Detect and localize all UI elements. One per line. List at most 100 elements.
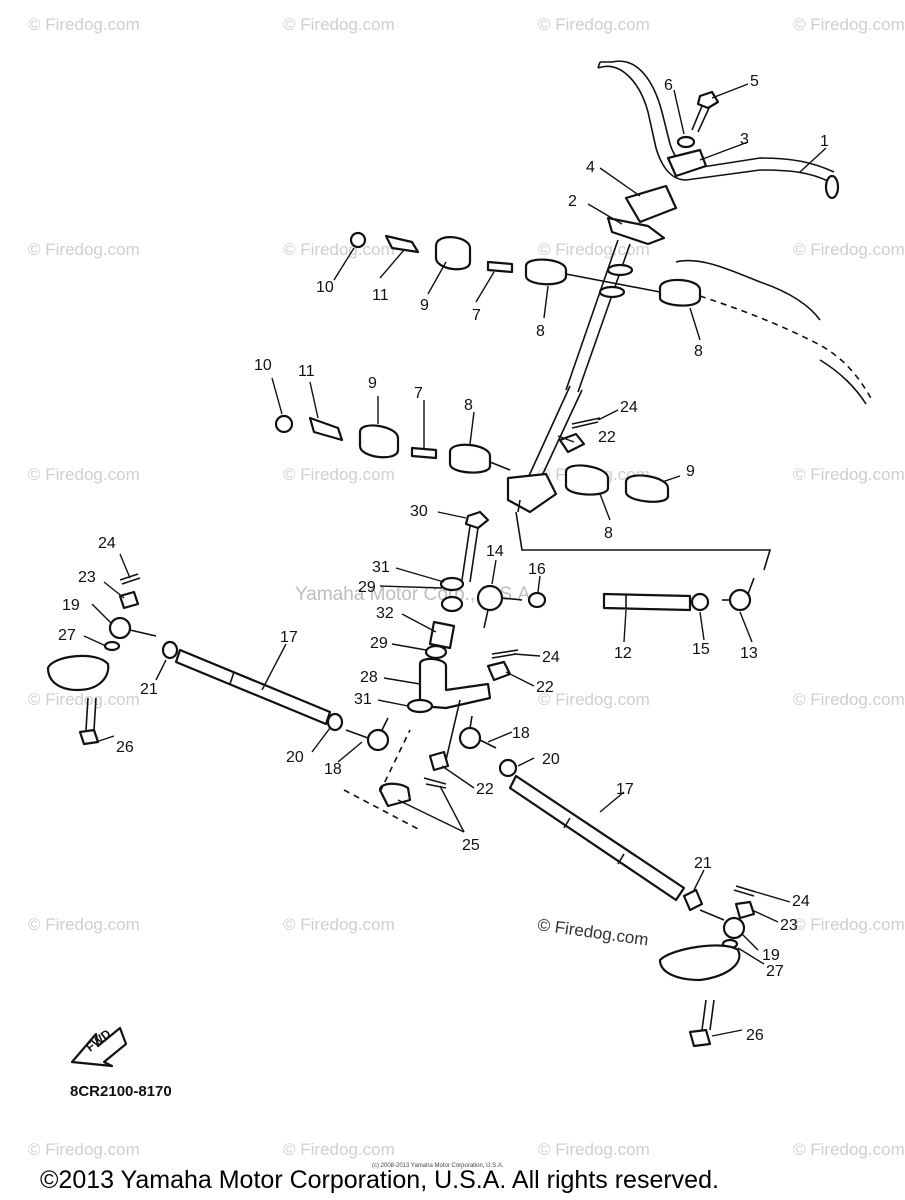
lower-collar-assembly	[274, 414, 670, 503]
bushing	[424, 644, 448, 660]
callout-19: 19	[762, 947, 780, 964]
watermark-text: © Firedog.com	[28, 465, 140, 484]
callout-21: 21	[694, 855, 712, 872]
center-ball-joint	[476, 584, 523, 629]
bushing	[439, 576, 465, 592]
tie-rod-end-center-right	[458, 715, 497, 750]
callout-10: 10	[254, 357, 272, 374]
callout-26: 26	[746, 1027, 764, 1044]
callout-29: 29	[370, 635, 388, 652]
watermark-dark-text: © Firedog.com	[536, 915, 649, 949]
callout-30: 30	[410, 503, 428, 520]
callout-8: 8	[694, 343, 703, 360]
callout-21: 21	[140, 681, 158, 698]
callout-3: 3	[740, 131, 749, 148]
callout-6: 6	[664, 77, 673, 94]
frame-outline	[675, 259, 873, 405]
handlebar-bolt	[691, 90, 720, 133]
watermark-text: © Firedog.com	[793, 1140, 905, 1159]
callout-20: 20	[286, 749, 304, 766]
cotter-pin	[571, 417, 601, 429]
callout-23: 23	[78, 569, 96, 586]
callout-24: 24	[98, 535, 116, 552]
pitman-bolt	[461, 510, 490, 583]
callout-4: 4	[586, 159, 595, 176]
washer	[406, 698, 434, 714]
callout-24: 24	[792, 893, 810, 910]
assembly-bracket-line	[515, 511, 772, 571]
watermark-text: © Firedog.com	[28, 690, 140, 709]
callout-31: 31	[372, 559, 390, 576]
footer-copyright: ©2013 Yamaha Motor Corporation, U.S.A. A…	[40, 1166, 719, 1194]
dust-cover	[378, 782, 412, 808]
tie-rod-end-right	[722, 577, 755, 612]
watermark-text: © Firedog.com	[793, 240, 905, 259]
watermark-center-text: Yamaha Motor Corp., U.S.A.	[295, 584, 535, 605]
callout-17: 17	[616, 781, 634, 798]
watermark-layer: © Firedog.com © Firedog.com © Firedog.co…	[28, 15, 905, 1169]
callout-32: 32	[376, 605, 394, 622]
castle-nut	[558, 432, 586, 454]
steering-column	[506, 239, 634, 514]
callout-14: 14	[486, 543, 504, 560]
callout-20: 20	[542, 751, 560, 768]
watermark-text: © Firedog.com	[28, 1140, 140, 1159]
watermark-text: © Firedog.com	[283, 240, 395, 259]
callout-22: 22	[536, 679, 554, 696]
cotter-pin	[491, 649, 519, 659]
watermark-text: © Firedog.com	[283, 915, 395, 934]
lock-nut	[690, 592, 710, 612]
callout-9: 9	[368, 375, 377, 392]
callout-labels: 1 2 3 4 5 6 7 7 8 8 8 8 9 9 9 10 10 11 1…	[58, 73, 829, 1044]
plain-washer	[676, 135, 696, 149]
watermark-text: © Firedog.com	[283, 15, 395, 34]
callout-24: 24	[620, 399, 638, 416]
callout-24: 24	[542, 649, 560, 666]
callout-17: 17	[280, 629, 298, 646]
castle-nut	[734, 900, 756, 920]
callout-29: 29	[358, 579, 376, 596]
castle-nut	[486, 660, 512, 682]
callout-8: 8	[464, 397, 473, 414]
upper-collar-assembly	[349, 231, 702, 307]
watermark-text: © Firedog.com	[793, 465, 905, 484]
watermark-text: © Firedog.com	[793, 15, 905, 34]
cotter-pin	[445, 699, 461, 761]
knuckle-arm-right	[658, 944, 741, 982]
callout-31: 31	[354, 691, 372, 708]
callout-28: 28	[360, 669, 378, 686]
callout-8: 8	[604, 525, 613, 542]
callout-18: 18	[324, 761, 342, 778]
watermark-text: © Firedog.com	[793, 915, 905, 934]
callout-22: 22	[476, 781, 494, 798]
tie-rod-end-center-left	[345, 717, 390, 752]
callout-18: 18	[512, 725, 530, 742]
watermark-text: © Firedog.com	[283, 1140, 395, 1159]
callout-15: 15	[692, 641, 710, 658]
callout-8: 8	[536, 323, 545, 340]
handlebar	[597, 60, 840, 200]
tie-rod-right	[498, 758, 704, 912]
tie-rod-center	[602, 592, 692, 612]
cotter-pin	[119, 573, 141, 585]
castle-nut	[428, 750, 450, 772]
watermark-text: © Firedog.com	[28, 240, 140, 259]
steering-plate	[606, 216, 666, 246]
handlebar-holder-upper	[666, 148, 708, 178]
callout-23: 23	[780, 917, 798, 934]
cotter-pin	[423, 777, 447, 789]
leader-lines	[83, 83, 827, 1037]
knuckle-arm-left	[46, 654, 110, 692]
callout-9: 9	[420, 297, 429, 314]
callout-9: 9	[686, 463, 695, 480]
tie-rod-end-right-outer	[699, 909, 746, 940]
dashed-guide	[343, 729, 421, 831]
callout-22: 22	[598, 429, 616, 446]
tie-rod-end-left	[108, 616, 157, 640]
callout-11: 11	[372, 287, 389, 304]
callout-7: 7	[414, 385, 423, 402]
cotter-pin	[733, 885, 757, 897]
collar-sleeve	[428, 620, 456, 650]
